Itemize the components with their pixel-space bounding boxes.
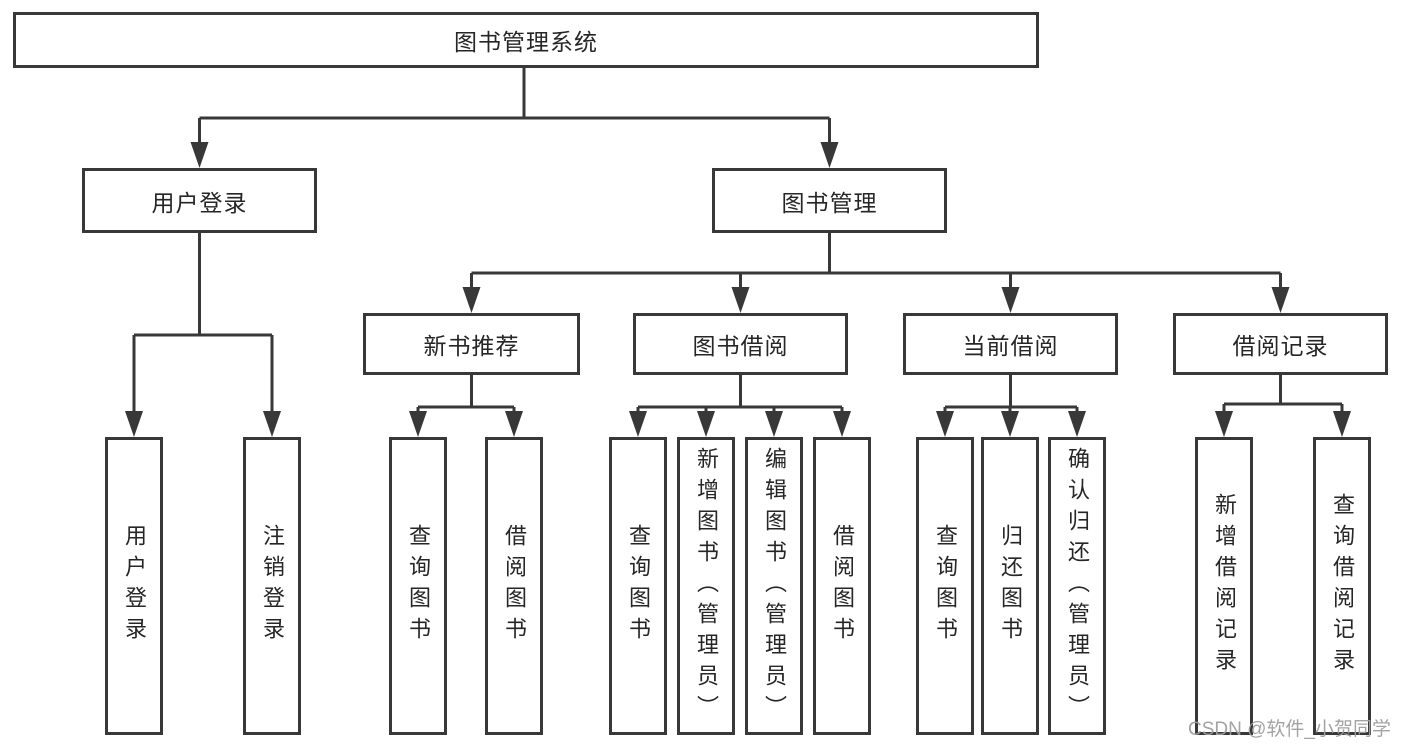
- connector-current-borrow-to-leaves: [936, 375, 1086, 437]
- leaf-user-login: 用户登录: [105, 437, 163, 735]
- node-new-book-rec: 新书推荐: [363, 313, 580, 375]
- leaf-borrow-query-book-label: 查询图书: [626, 524, 651, 648]
- connector-book-mgmt-to-level3: [462, 233, 1290, 313]
- node-book-mgmt-label: 图书管理: [781, 189, 878, 216]
- node-user-login: 用户登录: [82, 168, 317, 233]
- node-new-book-rec-label: 新书推荐: [423, 333, 520, 359]
- node-root-label: 图书管理系统: [454, 29, 598, 55]
- leaf-borrow-add-book: 新增图书（管理员）: [677, 437, 735, 735]
- connector-borrow-records-to-leaves: [1215, 375, 1351, 437]
- connector-root-to-level2: [190, 68, 839, 168]
- csdn-watermark: CSDN @软件_小贺同学: [1188, 719, 1391, 740]
- connector-book-borrow-to-leaves: [629, 375, 851, 437]
- leaf-records-query-record-label: 查询借阅记录: [1330, 493, 1355, 679]
- leaf-records-add-record: 新增借阅记录: [1195, 437, 1253, 735]
- leaf-records-add-record-label: 新增借阅记录: [1212, 493, 1237, 679]
- leaf-records-query-record: 查询借阅记录: [1313, 437, 1371, 735]
- node-book-borrow: 图书借阅: [633, 313, 848, 375]
- node-current-borrow-label: 当前借阅: [962, 333, 1059, 359]
- node-borrow-records: 借阅记录: [1173, 313, 1388, 375]
- node-book-mgmt: 图书管理: [712, 168, 947, 233]
- leaf-borrow-edit-book: 编辑图书（管理员）: [745, 437, 803, 735]
- leaf-current-return-book: 归还图书: [981, 437, 1039, 735]
- leaf-logout-label: 注销登录: [260, 524, 285, 648]
- leaf-current-return-book-label: 归还图书: [998, 524, 1023, 648]
- leaf-borrow-add-book-label: 新增图书（管理员）: [694, 446, 719, 726]
- leaf-borrow-query-book: 查询图书: [609, 437, 667, 735]
- leaf-user-login-label: 用户登录: [122, 524, 147, 648]
- leaf-logout: 注销登录: [243, 437, 301, 735]
- leaf-rec-borrow-book: 借阅图书: [485, 437, 543, 735]
- leaf-current-confirm-return-label: 确认归还（管理员）: [1065, 446, 1090, 726]
- leaf-borrow-borrow-book: 借阅图书: [813, 437, 871, 735]
- leaf-borrow-edit-book-label: 编辑图书（管理员）: [762, 446, 787, 726]
- leaf-current-query-book: 查询图书: [916, 437, 974, 735]
- node-book-borrow-label: 图书借阅: [692, 333, 789, 359]
- node-borrow-records-label: 借阅记录: [1232, 333, 1329, 359]
- node-root: 图书管理系统: [13, 12, 1039, 68]
- connector-user-login-to-leaves: [125, 233, 281, 437]
- leaf-borrow-borrow-book-label: 借阅图书: [830, 524, 855, 648]
- connector-new-book-rec-to-leaves: [409, 375, 523, 437]
- leaf-current-confirm-return: 确认归还（管理员）: [1048, 437, 1106, 735]
- node-current-borrow: 当前借阅: [903, 313, 1118, 375]
- leaf-rec-borrow-book-label: 借阅图书: [502, 524, 527, 648]
- leaf-current-query-book-label: 查询图书: [933, 524, 958, 648]
- leaf-rec-query-book-label: 查询图书: [406, 524, 431, 648]
- node-user-login-label: 用户登录: [151, 189, 248, 216]
- leaf-rec-query-book: 查询图书: [389, 437, 447, 735]
